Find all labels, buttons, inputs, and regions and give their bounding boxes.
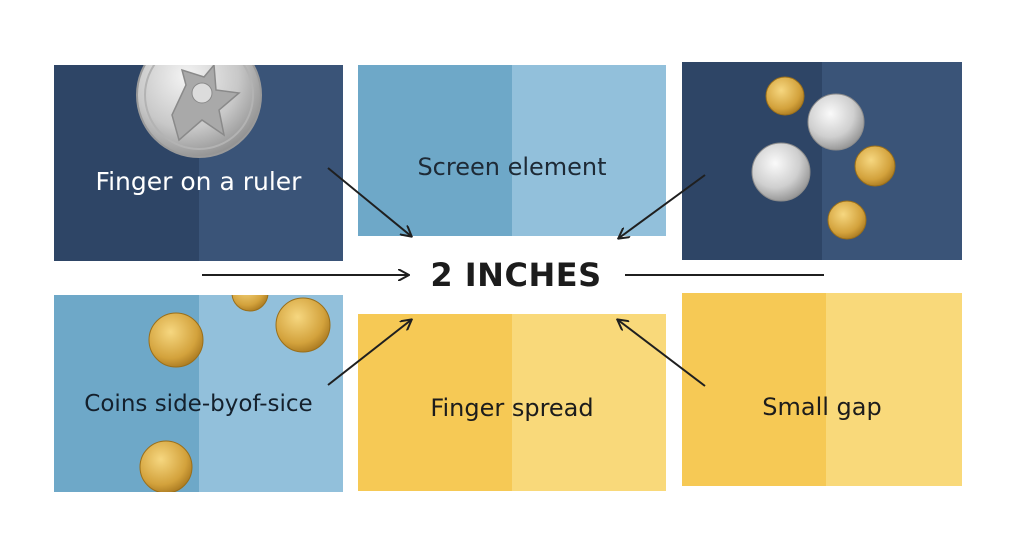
arrow-from-bottom-left xyxy=(327,320,411,386)
panel-finger-on-ruler: Finger on a ruler xyxy=(54,65,343,261)
coin-cluster-icon xyxy=(751,76,896,240)
panel-label-finger-spread: Finger spread xyxy=(430,394,594,422)
panel-screen-element: Screen element xyxy=(358,65,666,236)
panel-coins-pile xyxy=(682,62,962,260)
silver-coin-icon xyxy=(136,65,262,158)
panel-small-gap: Small gap xyxy=(682,293,962,486)
panel-label-screen-element: Screen element xyxy=(417,153,607,181)
arrow-from-top-right xyxy=(619,174,706,238)
panel-label-small-gap: Small gap xyxy=(762,393,882,421)
panel-coins-side-by-side: Coins side-byof-sice xyxy=(54,295,343,492)
panel-label-coins-side-by-side: Coins side-byof-sice xyxy=(84,391,313,417)
gold-coins-icon xyxy=(139,295,331,492)
panel-label-finger-on-ruler: Finger on a ruler xyxy=(95,167,302,196)
panel-finger-spread: Finger spread xyxy=(358,314,666,491)
arrow-from-top-left xyxy=(327,167,411,236)
arrow-from-bottom-right xyxy=(618,320,706,387)
center-label: 2 INCHES xyxy=(430,256,602,294)
